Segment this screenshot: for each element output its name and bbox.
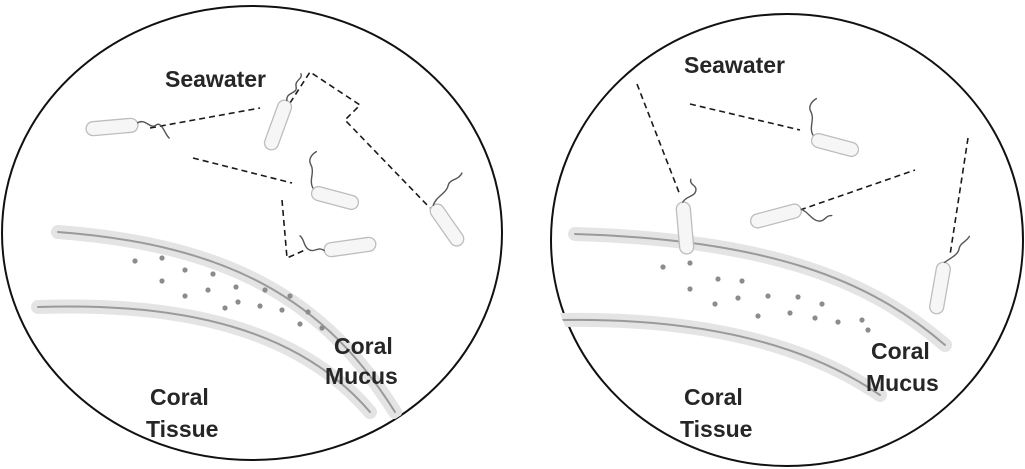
coral-mucus-label-line2: Mucus — [866, 370, 939, 396]
coral-mucus-label-line2: Mucus — [325, 363, 398, 389]
coral-tissue-label-line1: Coral — [150, 384, 209, 410]
coral-mucus-label-line1: Coral — [871, 338, 930, 364]
seawater-label: Seawater — [165, 66, 266, 92]
coral-tissue-label-line2: Tissue — [146, 416, 218, 442]
coral-tissue-label-line2: Tissue — [680, 416, 752, 442]
panel-left: Seawater Coral Mucus Coral Tissue — [2, 6, 502, 460]
coral-mucus-label-line1: Coral — [334, 333, 393, 359]
seawater-label: Seawater — [684, 52, 785, 78]
panel-right: Seawater Coral Mucus Coral Tissue — [551, 14, 1023, 466]
coral-tissue-label-line1: Coral — [684, 384, 743, 410]
